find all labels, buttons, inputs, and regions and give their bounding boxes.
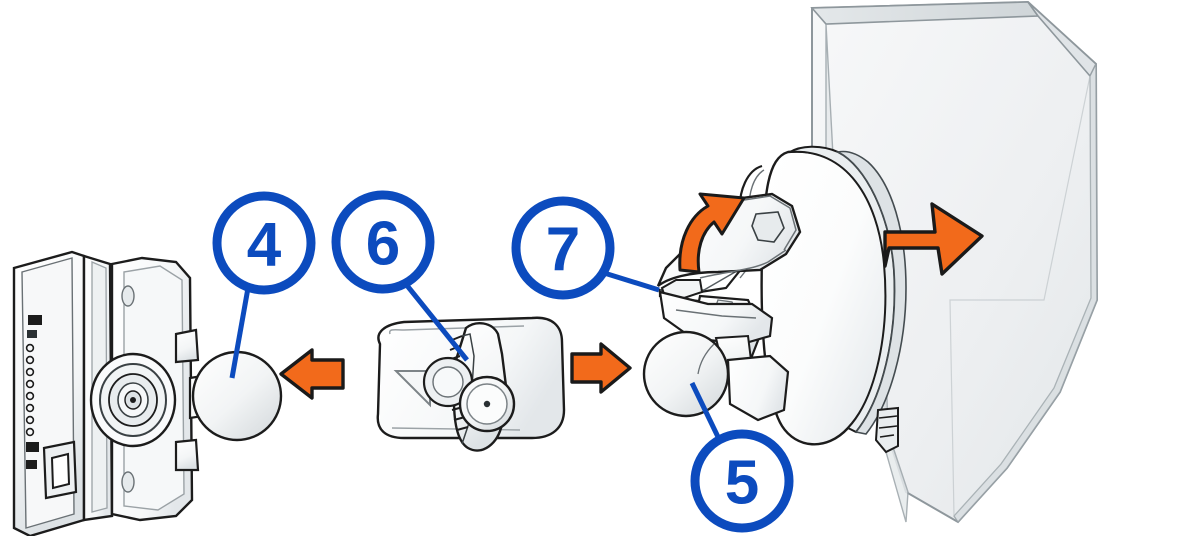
callout-7-leader (600, 269, 660, 293)
callout-5-number: 5 (725, 449, 759, 518)
callout-4-number: 4 (247, 211, 282, 280)
callout-5-leader (689, 381, 722, 441)
callout-5[interactable]: 5 (690, 429, 794, 533)
callout-6-number: 6 (366, 210, 400, 279)
callout-4-leader (229, 287, 251, 379)
suction-cup-release-tab (874, 406, 899, 454)
arrow-right-to-suction (570, 342, 632, 394)
double-socket-arm (376, 316, 566, 452)
socket-arm-thumbscrew (458, 375, 516, 433)
callout-7[interactable]: 7 (511, 196, 615, 300)
callout-7-circle (511, 196, 615, 300)
callout-5-circle (690, 429, 794, 533)
device-connector-port (42, 440, 78, 500)
device-edge-detail (25, 315, 42, 469)
callout-6[interactable]: 6 (331, 190, 435, 294)
arrow-left-to-device (279, 348, 345, 400)
callout-4-circle (212, 191, 316, 295)
device-cradle-ball-joint (191, 350, 283, 442)
gps-device (12, 250, 283, 536)
callout-6-circle (331, 190, 435, 294)
callout-4[interactable]: 4 (212, 191, 316, 295)
cradle-pivot-ring (89, 352, 177, 448)
suction-cup-mount (642, 145, 907, 454)
callout-7-number: 7 (546, 216, 580, 285)
arrow-curved-lever-up (678, 192, 746, 274)
arrow-press-to-windshield (883, 202, 984, 276)
callout-leaders (229, 269, 722, 441)
callout-6-leader (403, 281, 469, 362)
